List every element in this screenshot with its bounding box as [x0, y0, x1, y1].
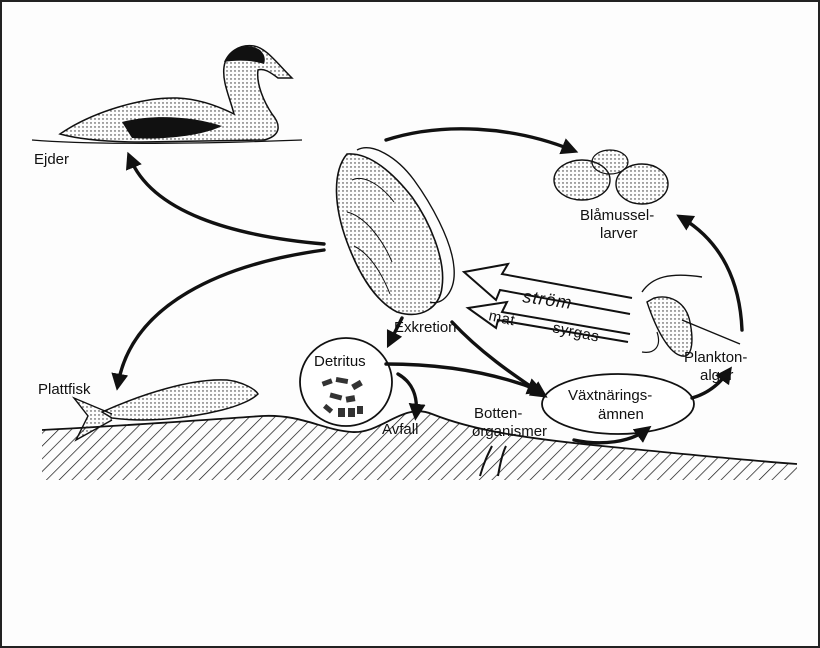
arrow-mussel-to-flatfish: [118, 250, 324, 384]
arrow-plankton-to-larvae: [682, 218, 742, 330]
label-vaxtnarings-line2: ämnen: [598, 406, 644, 423]
label-botten-line2: organismer: [472, 423, 547, 440]
eider-duck-illustration: [32, 46, 302, 144]
label-plattfisk: Plattfisk: [38, 381, 91, 398]
arrow-mussel-to-nutrients: [452, 322, 542, 394]
label-plankton-line2: alger: [700, 367, 733, 384]
label-ejder: Ejder: [34, 151, 69, 168]
label-plankton-line1: Plankton-: [684, 349, 747, 366]
seabed: [42, 411, 797, 480]
label-syrgas: syrgas: [551, 319, 601, 345]
label-detritus: Detritus: [314, 353, 366, 370]
label-mat: mat: [487, 307, 517, 329]
plankton-algae-illustration: [642, 275, 740, 356]
mussel-larvae-illustration: [554, 150, 668, 204]
label-vaxtnarings-line1: Växtnärings-: [568, 387, 652, 404]
detritus-circle: [300, 338, 392, 426]
arrow-detritus-to-waste: [398, 374, 416, 414]
arrow-mussel-to-larvae: [386, 129, 572, 150]
label-blamussel-line1: Blåmussel-: [580, 207, 654, 224]
label-strom: ström: [521, 286, 573, 313]
mussel-illustration: [336, 148, 454, 315]
label-exkretion: Exkretion: [394, 319, 457, 336]
nutrients-ellipse: [542, 374, 694, 434]
label-avfall: Avfall: [382, 421, 418, 438]
arrow-mussel-to-eider: [130, 158, 324, 244]
label-blamussel-line2: larver: [600, 225, 638, 242]
label-botten-line1: Botten-: [474, 405, 522, 422]
